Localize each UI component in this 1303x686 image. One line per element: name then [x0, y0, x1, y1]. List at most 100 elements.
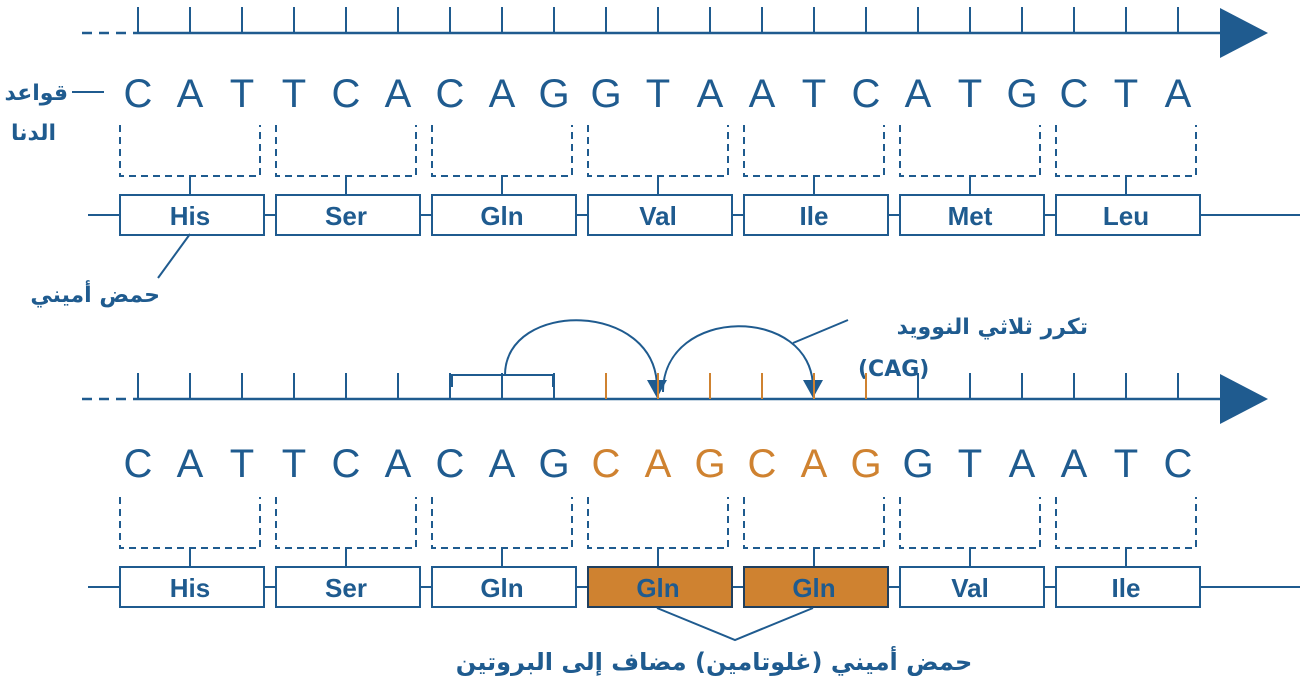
amino-acid-label: حمض أميني: [30, 279, 160, 308]
dna-base: C: [1060, 72, 1089, 116]
dna-base: A: [697, 72, 724, 116]
added-glutamine-pointer: [656, 607, 814, 642]
codon-bracket: [119, 497, 261, 549]
dna-base: T: [230, 442, 254, 486]
amino-acid-label: Leu: [1103, 201, 1149, 231]
dna-base: A: [385, 72, 412, 116]
dna-base: C: [592, 442, 621, 486]
dna-base: T: [646, 72, 670, 116]
codon-bracket: [431, 497, 573, 549]
amino-acid-box: [119, 194, 265, 236]
amino-acid-label: Gln: [480, 201, 523, 231]
amino-acid-label: Val: [951, 573, 989, 603]
dna-base: A: [489, 442, 516, 486]
dna-base: C: [436, 72, 465, 116]
amino-acid-label: Gln: [636, 573, 679, 603]
repeat-arrow-1: [504, 319, 658, 389]
dna-base: A: [489, 72, 516, 116]
amino-acid-box: [119, 566, 265, 608]
dna-base: G: [1006, 72, 1037, 116]
codon-bracket: [119, 125, 261, 177]
dna-base: C: [748, 442, 777, 486]
repeat-arrow-2: [662, 325, 814, 393]
dna-base: C: [124, 442, 153, 486]
dna-base: C: [124, 72, 153, 116]
codon-bracket: [587, 125, 729, 177]
dna-base: A: [749, 72, 776, 116]
dna-base: A: [1165, 72, 1192, 116]
dna-base: G: [538, 442, 569, 486]
dna-base: A: [1061, 442, 1088, 486]
dna-base: T: [282, 442, 306, 486]
amino-acid-box: [587, 194, 733, 236]
amino-acid-box: [1055, 566, 1201, 608]
dna-base: T: [1114, 442, 1138, 486]
bottom-strand-ticks: [137, 373, 1179, 399]
amino-acid-pointer: [157, 233, 191, 279]
amino-acid-box: [743, 194, 889, 236]
codon-bracket: [275, 125, 417, 177]
added-glutamine-label: حمض أميني (غلوتامين) مضاف إلى البروتين: [456, 646, 973, 676]
top-codon-brackets: [119, 125, 1197, 195]
dna-base: G: [850, 442, 881, 486]
top-strand-ticks: [137, 7, 1179, 33]
dna-base: G: [694, 442, 725, 486]
codon-bracket: [899, 497, 1041, 549]
codon-bracket: [1055, 497, 1197, 549]
repeat-annotation: تكرر ثلاثي النوويد (CAG): [451, 315, 1088, 398]
amino-acid-label: His: [170, 201, 210, 231]
dna-base: T: [802, 72, 826, 116]
repeat-label-pointer: [792, 319, 849, 344]
codon-bracket: [743, 497, 885, 549]
amino-acid-box: [1055, 194, 1201, 236]
amino-acid-label: Ser: [325, 201, 367, 231]
amino-acid-label: Val: [639, 201, 677, 231]
dna-base: G: [590, 72, 621, 116]
codon-bracket: [275, 497, 417, 549]
dna-base: C: [332, 72, 361, 116]
dna-base: G: [538, 72, 569, 116]
dna-base: T: [1114, 72, 1138, 116]
bottom-strand-arrowhead: [1220, 374, 1268, 424]
dna-base: C: [436, 442, 465, 486]
dna-base: G: [902, 442, 933, 486]
amino-acid-box: [899, 566, 1045, 608]
bottom-codon-brackets: [119, 497, 1197, 567]
trinucleotide-repeat-label: تكرر ثلاثي النوويد: [897, 315, 1088, 340]
amino-acid-box: [275, 194, 421, 236]
amino-acid-label: Ile: [800, 201, 829, 231]
dna-bases-label-line1: قواعد: [5, 81, 68, 106]
amino-acid-label: Gln: [792, 573, 835, 603]
dna-base: T: [958, 442, 982, 486]
amino-acid-label: His: [170, 573, 210, 603]
dna-base: T: [282, 72, 306, 116]
dna-base: T: [958, 72, 982, 116]
dna-base: A: [1009, 442, 1036, 486]
codon-bracket: [899, 125, 1041, 177]
dna-base: A: [177, 72, 204, 116]
codon-bracket: [587, 497, 729, 549]
codon-bracket: [431, 125, 573, 177]
amino-acid-label: Ser: [325, 573, 367, 603]
amino-acid-box: [743, 566, 889, 608]
dna-base: A: [645, 442, 672, 486]
amino-acid-label: Met: [948, 201, 993, 231]
codon-bracket: [1055, 125, 1197, 177]
amino-acid-box: [587, 566, 733, 608]
dna-base: A: [177, 442, 204, 486]
dna-base: T: [230, 72, 254, 116]
dna-base: C: [852, 72, 881, 116]
dna-base: A: [801, 442, 828, 486]
dna-base: C: [332, 442, 361, 486]
amino-acid-box: [275, 566, 421, 608]
amino-acid-box: [431, 194, 577, 236]
top-strand-arrowhead: [1220, 8, 1268, 58]
codon-bracket: [743, 125, 885, 177]
